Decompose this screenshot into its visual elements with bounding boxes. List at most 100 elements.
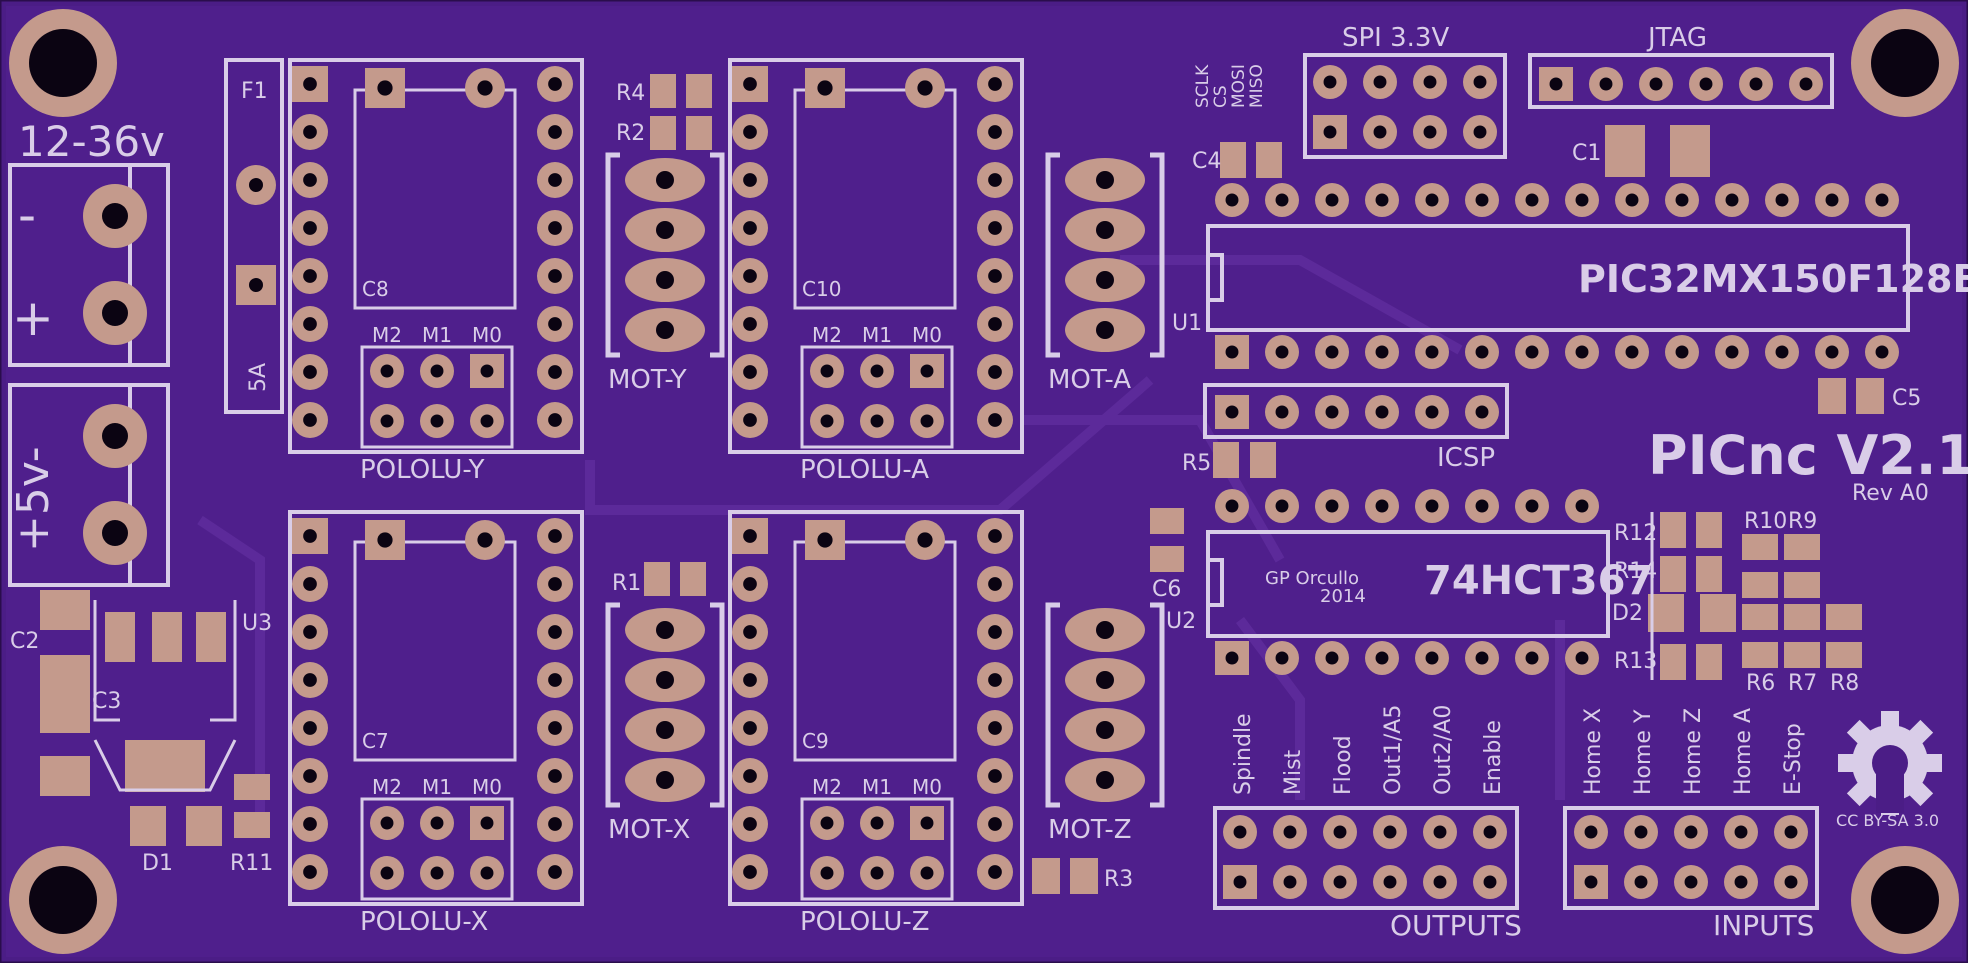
c2-ref: C2	[10, 629, 39, 654]
icsp-label: ICSP	[1437, 443, 1495, 473]
u2-buffer	[1206, 489, 1610, 675]
u1-ref: U1	[1172, 311, 1202, 336]
r2-ref: R2	[616, 121, 645, 146]
r13-ref: R13	[1614, 649, 1657, 674]
driver-cap-ref: C7	[362, 729, 389, 753]
u1-part: PIC32MX150F128B	[1578, 257, 1968, 301]
driver-label: POLOLU-X	[360, 907, 488, 937]
board-revision: Rev A0	[1852, 481, 1929, 506]
output-signal-label: Mist	[1281, 749, 1306, 795]
c4-ref: C4	[1192, 149, 1221, 174]
u3-ref: U3	[242, 611, 272, 636]
c5-ref: C5	[1892, 386, 1921, 411]
c3-ref: C3	[92, 689, 121, 714]
credit-line-1: GP Orcullo	[1265, 568, 1359, 589]
r12-ref: R12	[1614, 521, 1657, 546]
spi-pin-label: MOSI	[1229, 64, 1249, 108]
microstep-label: M2	[372, 775, 402, 799]
r8-ref: R8	[1830, 671, 1859, 696]
d2-ref: D2	[1612, 601, 1643, 626]
input-signal-label: E-Stop	[1781, 723, 1806, 795]
fuse-f1	[224, 58, 284, 414]
license-label: CC BY-SA 3.0	[1836, 811, 1939, 830]
driver-label: POLOLU-Z	[800, 907, 930, 937]
output-signal-label: Out2/A0	[1431, 705, 1456, 795]
driver-cap-ref: C9	[802, 729, 829, 753]
inputs-label: INPUTS	[1713, 909, 1814, 942]
r1-ref: R1	[612, 571, 641, 596]
motor-label: MOT-A	[1048, 365, 1131, 395]
jtag-header	[1528, 53, 1834, 109]
outputs-label: OUTPUTS	[1390, 909, 1522, 942]
motor-label: MOT-X	[608, 815, 690, 845]
icsp-header	[1203, 383, 1509, 439]
microstep-label: M1	[862, 775, 892, 799]
outlines	[93, 512, 1654, 792]
input-signal-label: Home A	[1731, 708, 1756, 795]
microstep-label: M2	[372, 323, 402, 347]
spi-pin-label: CS	[1211, 85, 1231, 108]
fuse-rating: 5A	[246, 363, 271, 392]
microstep-label: M1	[862, 323, 892, 347]
microstep-label: M0	[912, 323, 942, 347]
smd-pads	[40, 74, 1884, 894]
mounting-holes	[9, 9, 1959, 954]
r5-ref: R5	[1182, 451, 1211, 476]
u1-pic32	[1206, 183, 1910, 369]
microstep-label: M0	[472, 775, 502, 799]
driver-cap-ref: C8	[362, 277, 389, 301]
output-signal-label: Enable	[1481, 720, 1506, 795]
driver-label: POLOLU-Y	[360, 455, 485, 485]
spi-header	[1303, 53, 1507, 159]
oshw-logo-icon	[1838, 711, 1942, 815]
input-signal-label: Home Z	[1681, 708, 1706, 795]
r9-ref: R9	[1788, 509, 1817, 534]
d1-ref: D1	[142, 851, 173, 876]
spi-header-label: SPI 3.3V	[1342, 23, 1449, 53]
fuse-ref: F1	[241, 79, 268, 104]
microstep-label: M1	[422, 323, 452, 347]
inputs-header	[1563, 806, 1819, 910]
output-signal-label: Out1/A5	[1381, 705, 1406, 795]
r11-ref: R11	[230, 851, 273, 876]
input-signal-label: Home Y	[1631, 709, 1656, 795]
jtag-header-label: JTAG	[1646, 23, 1707, 53]
output-signal-label: Spindle	[1231, 713, 1256, 795]
r14-ref: R14	[1614, 559, 1657, 584]
microstep-label: M1	[422, 775, 452, 799]
output-signal-label: Flood	[1331, 735, 1356, 795]
motor-connector-mot-x: MOT-X	[605, 602, 725, 845]
credit-line-2: 2014	[1320, 586, 1366, 607]
microstep-label: M2	[812, 323, 842, 347]
r3-ref: R3	[1104, 867, 1133, 892]
outputs-header	[1213, 806, 1519, 910]
power-minus-label: -	[18, 186, 36, 244]
motor-connector-mot-z: MOT-Z	[1045, 602, 1165, 845]
motor-label: MOT-Y	[608, 365, 687, 395]
motor-label: MOT-Z	[1048, 815, 1132, 845]
spi-pin-label: MISO	[1247, 64, 1267, 108]
traces	[197, 255, 1565, 820]
power-plus-label: +	[12, 289, 54, 347]
spi-pin-label: SCLK	[1193, 64, 1213, 108]
r4-ref: R4	[616, 81, 645, 106]
microstep-label: M0	[472, 323, 502, 347]
logic-power-label: +5v-	[8, 446, 59, 552]
c1-ref: C1	[1572, 141, 1601, 166]
input-signal-label: Home X	[1581, 708, 1606, 795]
microstep-label: M0	[912, 775, 942, 799]
r10-ref: R10	[1744, 509, 1787, 534]
board-title: PICnc V2.1	[1648, 424, 1968, 487]
r7-ref: R7	[1788, 671, 1817, 696]
u2-part: 74HCT367	[1424, 558, 1653, 604]
driver-label: POLOLU-A	[800, 455, 929, 485]
c6-ref: C6	[1152, 577, 1181, 602]
motor-connector-mot-y: MOT-Y	[605, 152, 725, 395]
